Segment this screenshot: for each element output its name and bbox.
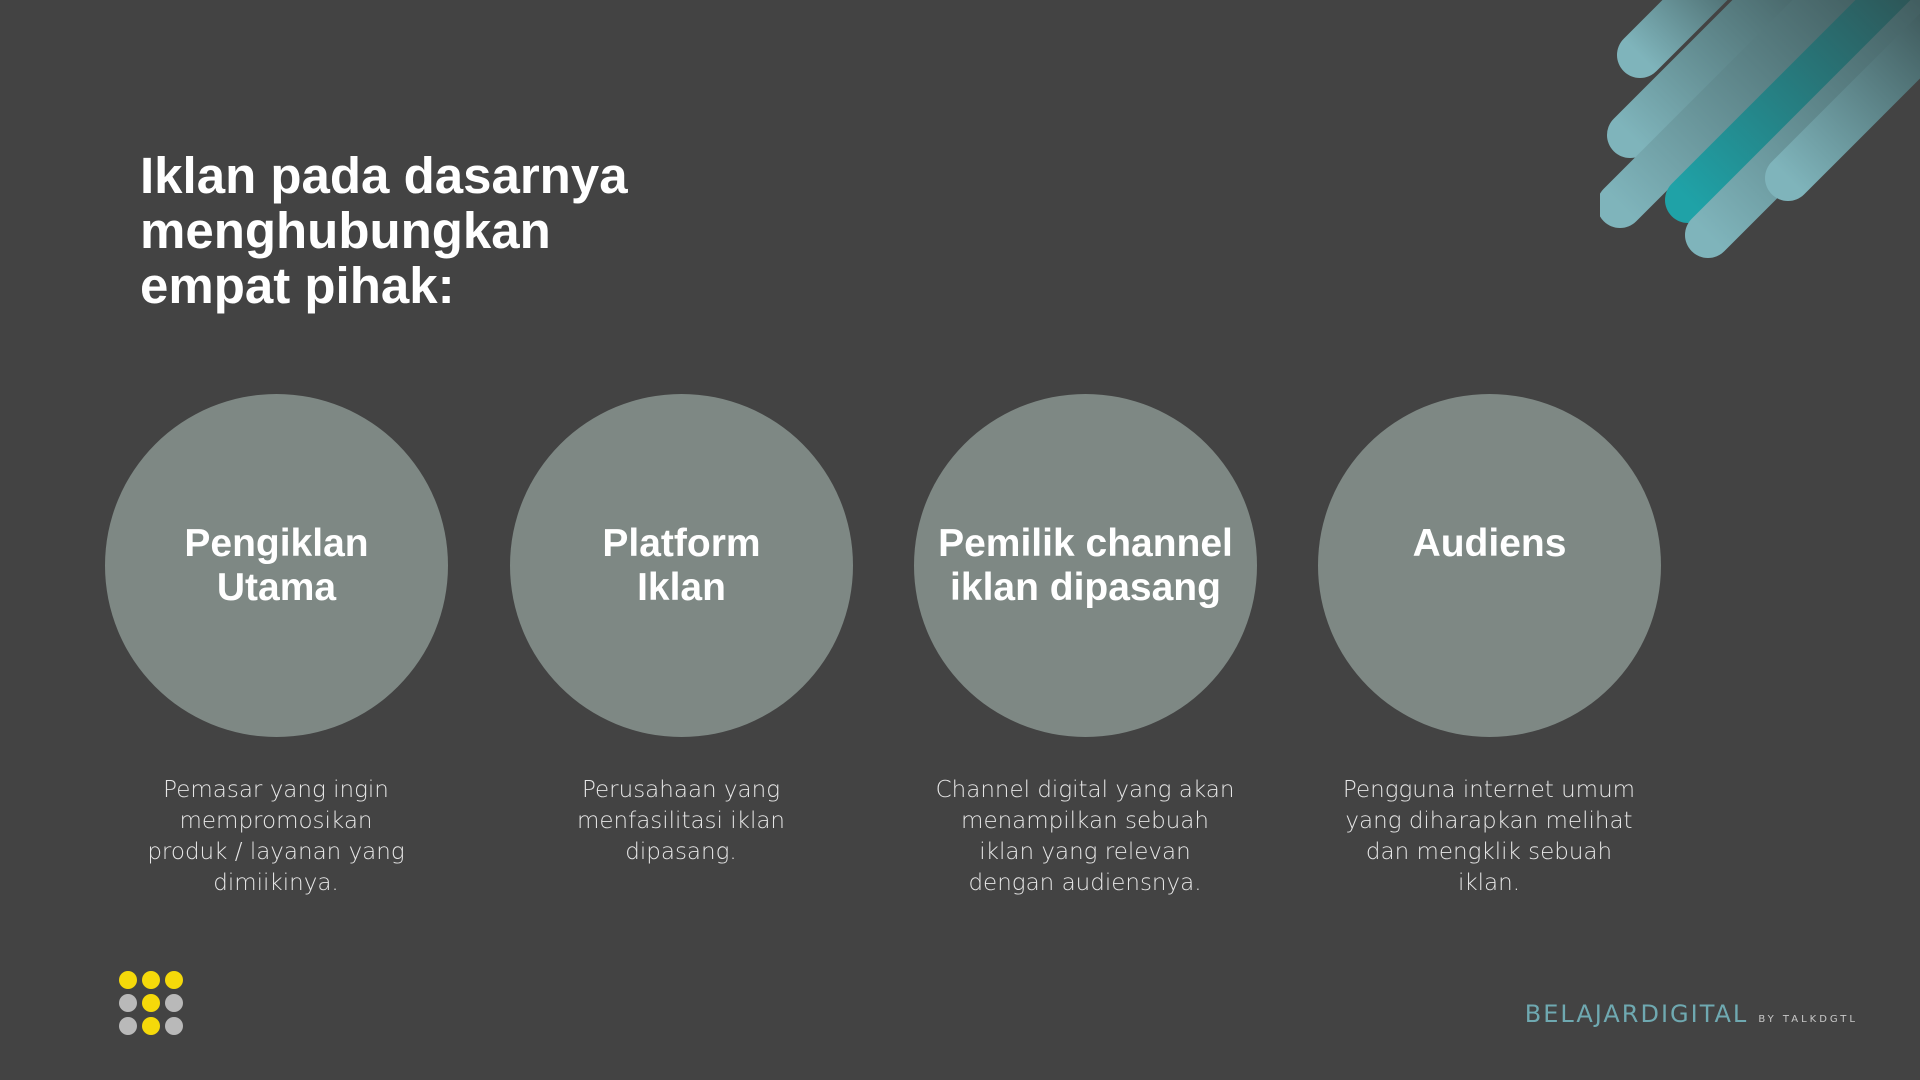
description-line: dimiikinya. [213, 870, 339, 896]
party-description: Perusahaan yang menfasilitasi iklan dipa… [521, 775, 841, 868]
description-line: produk / layanan yang [147, 839, 405, 865]
party-description: Pemasar yang ingin mempromosikan produk … [116, 775, 436, 899]
description-line: menfasilitasi iklan [576, 808, 786, 834]
party-description: Channel digital yang akan menampilkan se… [925, 775, 1245, 899]
headline: Iklan pada dasarnya menghubungkan empat … [140, 148, 700, 313]
headline-line: Iklan pada dasarnya [140, 147, 628, 204]
party-description: Pengguna internet umum yang diharapkan m… [1329, 775, 1649, 899]
description-line: menampilkan sebuah [961, 808, 1209, 834]
party-title-line: Pengiklan [184, 522, 369, 565]
description-line: Pemasar yang ingin [163, 777, 389, 803]
description-line: dan mengklik sebuah [1365, 839, 1613, 865]
party-title-line: Iklan [637, 566, 726, 609]
brand-logo: BELAJARDIGITAL BY TALKDGTL [1525, 1000, 1858, 1028]
party-title-line: Utama [216, 566, 337, 609]
description-line: Perusahaan yang [581, 777, 781, 803]
party-title-line: iklan dipasang [950, 566, 1221, 609]
description-line: iklan yang relevan [979, 839, 1191, 865]
headline-line: empat pihak: [140, 257, 455, 314]
brand-name: BELAJARDIGITAL [1524, 1000, 1749, 1028]
party-title-line: Pemilik channel [938, 522, 1233, 565]
description-line: dengan audiensnya. [968, 870, 1202, 896]
description-line: yang diharapkan melihat [1345, 808, 1633, 834]
party-circle-pengiklan: Pengiklan Utama [105, 394, 448, 737]
party-title-line: Audiens [1412, 522, 1567, 565]
headline-line: menghubungkan [140, 202, 551, 259]
party-title: Audiens [1330, 522, 1650, 566]
party-title: Pemilik channel iklan dipasang [926, 522, 1246, 610]
dot-grid-logo-icon [119, 971, 183, 1035]
description-line: iklan. [1457, 870, 1521, 896]
party-circle-pemilik-channel: Pemilik channel iklan dipasang [914, 394, 1257, 737]
description-line: Pengguna internet umum [1342, 777, 1636, 803]
description-line: dipasang. [625, 839, 737, 865]
party-title: Platform Iklan [522, 522, 842, 610]
party-title-line: Platform [602, 522, 761, 565]
decorative-stripes-graphic [1600, 0, 1920, 258]
description-line: mempromosikan [179, 808, 373, 834]
party-circle-platform: Platform Iklan [510, 394, 853, 737]
party-circle-audiens: Audiens [1318, 394, 1661, 737]
brand-byline: BY TALKDGTL [1758, 1014, 1858, 1025]
party-title: Pengiklan Utama [117, 522, 437, 610]
description-line: Channel digital yang akan [935, 777, 1235, 803]
